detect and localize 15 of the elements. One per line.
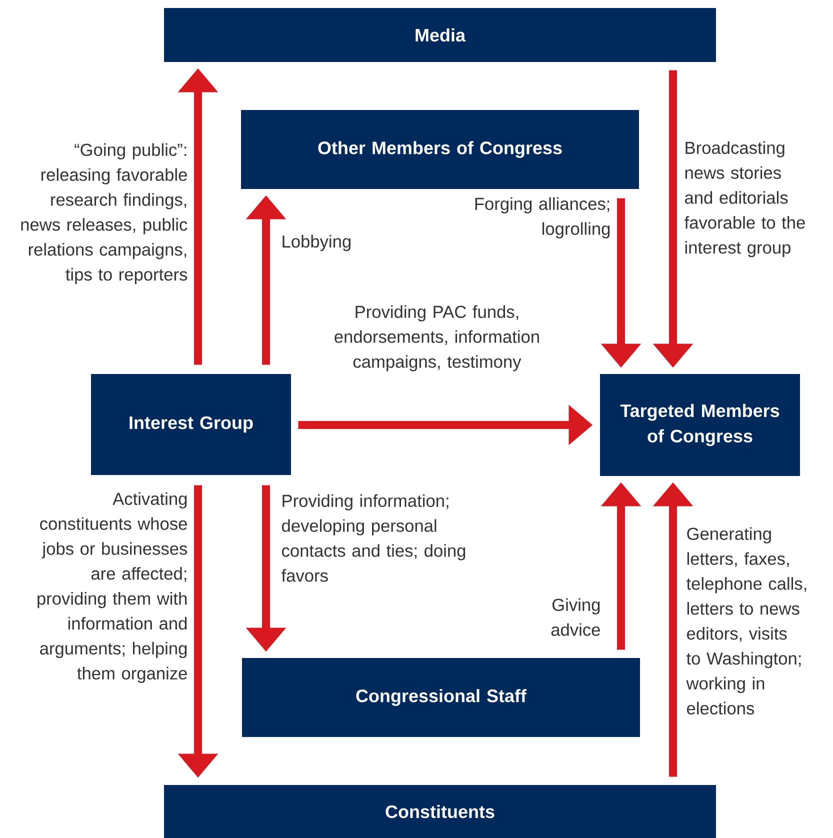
edge-label: Giving advice: [551, 598, 600, 636]
label-box: Interest Group: [91, 374, 291, 475]
edge-label: “Going public”: releasing favorable research findings, news releases, public relations campaigns, tips to reporters: [21, 143, 188, 284]
edge-label: Providing information; developing personal contacts and ties; doing favors: [282, 494, 466, 582]
edge-label: Generating letters, faxes, telephone calls, letters to news editors, visits to Washington; working in elections: [686, 527, 806, 715]
edge-label: Activating constituents whose jobs or businesses are affected; providing them with information and arguments; helping them organize: [38, 492, 188, 683]
edge-label: Broadcasting news stories and editorials favorable to the interest group: [684, 141, 805, 258]
label-box: Constituents: [164, 785, 716, 838]
label-box: Other Members of Congress: [241, 110, 639, 189]
edge-label: Forging alliances; logrolling: [475, 197, 610, 238]
label-box: Media: [164, 8, 716, 62]
edge-label: Providing PAC funds, endorsements, information campaigns, testimony: [334, 305, 539, 372]
label-box: Targeted Members of Congress: [600, 374, 800, 476]
edge-label: Lobbying: [282, 234, 350, 252]
label-box: Congressional Staff: [242, 658, 640, 737]
